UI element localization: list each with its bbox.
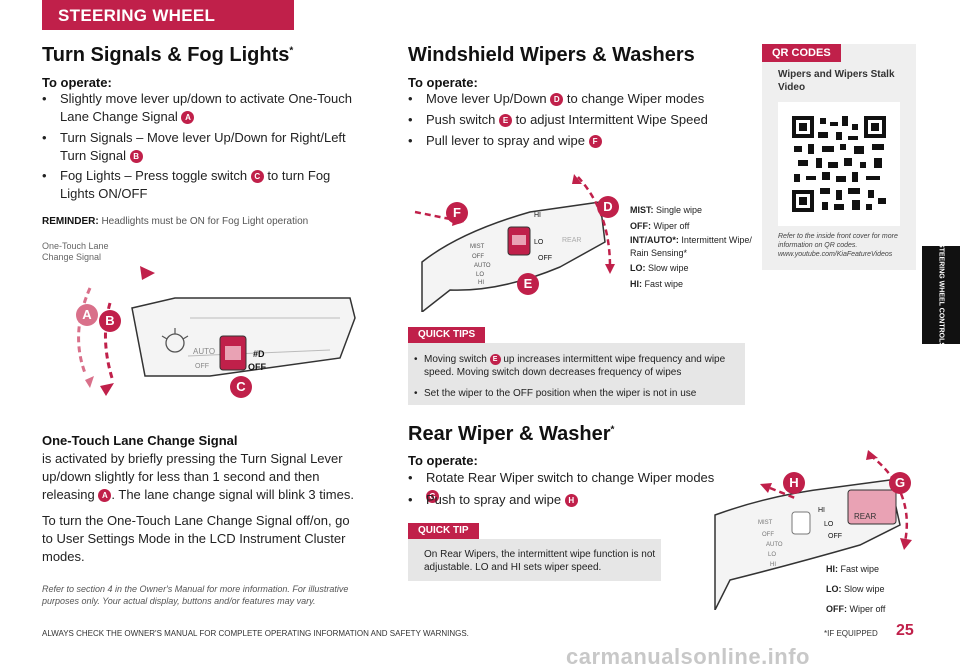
fog-off-label: OFF	[248, 362, 266, 372]
wiper-modes-legend: MIST: Single wipe OFF: Wiper off INT/AUT…	[630, 202, 760, 292]
svg-text:OFF: OFF	[472, 254, 484, 260]
wipers-bullet-2: •Push switch E to adjust Intermittent Wi…	[408, 112, 708, 127]
svg-text:AUTO: AUTO	[474, 263, 491, 269]
svg-text:LO: LO	[534, 239, 544, 246]
wipers-title: Windshield Wipers & Washers	[408, 44, 695, 66]
svg-text:LO: LO	[768, 552, 776, 558]
side-tab-label: STEERING WHEEL CONTROLS	[937, 242, 945, 348]
rear-mode-lo: LO: Slow wipe	[826, 584, 885, 594]
qr-codes-panel: QR CODES Wipers and Wipers Stalk Video R…	[762, 44, 916, 270]
qr-video-title: Wipers and Wipers Stalk Video	[778, 69, 895, 93]
turn-signal-lever-illustration: AUTO OFF #D OFF	[77, 266, 356, 396]
qr-note: Refer to the inside front cover for more…	[778, 233, 898, 258]
quick-tip-box: On Rear Wipers, the intermittent wipe fu…	[408, 539, 661, 581]
wipers-subtitle: To operate:	[408, 75, 478, 90]
svg-text:HI: HI	[534, 212, 541, 219]
rear-wiper-section: Rear Wiper & Washer* To operate: •Rotate…	[408, 423, 748, 507]
quick-tip-item-2: •Set the wiper to the OFF position when …	[414, 388, 697, 399]
qr-codes-tag: QR CODES	[762, 44, 841, 62]
illustration-disclaimer: Refer to section 4 in the Owner's Manual…	[42, 584, 349, 606]
rear-wiper-lever-illustration: REAR HI LO OFF MIST OFF AUTO LO HI	[714, 450, 912, 610]
rear-wiper-bullet-1: •Rotate Rear Wiper switch to change Wipe…	[408, 470, 715, 503]
page-number: 25	[896, 622, 914, 639]
turn-signals-bullet-1: • Slightly move lever up/down to activat…	[42, 91, 352, 124]
svg-text:HI: HI	[770, 562, 776, 568]
rear-wiper-title: Rear Wiper & Washer*	[408, 423, 615, 445]
diagram-badge-a: A	[76, 304, 98, 326]
quick-tips-box: •Moving switch E up increases intermitte…	[408, 343, 745, 405]
mode-int-auto: INT/AUTO*: Intermittent Wipe/ Rain Sensi…	[630, 235, 752, 258]
quick-tip-item-1: •Moving switch E up increases intermitte…	[414, 354, 726, 378]
wipers-bullet-1: •Move lever Up/Down D to change Wiper mo…	[408, 91, 705, 106]
lever-auto-label: AUTO	[193, 347, 215, 356]
mode-off: OFF: Wiper off	[630, 221, 690, 231]
diagram-badge-c: C	[230, 376, 252, 398]
turn-signals-section: Turn Signals & Fog Lights* To operate: •…	[42, 44, 382, 262]
turn-signals-title: Turn Signals & Fog Lights*	[42, 44, 294, 66]
wipers-section: Windshield Wipers & Washers To operate: …	[408, 44, 748, 148]
diagram-badge-h: H	[783, 472, 805, 494]
svg-text:OFF: OFF	[538, 255, 552, 262]
qr-code-image[interactable]	[778, 102, 900, 226]
diagram-badge-g: G	[889, 472, 911, 494]
turn-signals-bullet-3: • Fog Lights – Press toggle switch C to …	[42, 168, 331, 201]
one-touch-callout: One-Touch Lane Change Signal	[42, 241, 109, 262]
quick-tip-text: On Rear Wipers, the intermittent wipe fu…	[424, 549, 656, 573]
badge-b: B	[129, 150, 143, 163]
svg-text:OFF: OFF	[828, 533, 842, 540]
diagram-badge-b: B	[99, 310, 121, 332]
mode-lo: LO: Slow wipe	[630, 263, 689, 273]
svg-text:MIST: MIST	[758, 520, 773, 526]
rear-mode-off: OFF: Wiper off	[826, 604, 886, 614]
rear-mode-hi: HI: Fast wipe	[826, 564, 880, 574]
reminder-note: REMINDER: Headlights must be ON for Fog …	[42, 216, 309, 227]
turn-signals-bullet-2: • Turn Signals – Move lever Up/Down for …	[42, 130, 346, 163]
one-touch-heading: One-Touch Lane Change Signal	[42, 433, 238, 448]
quick-tips-tag: QUICK TIPS	[408, 327, 486, 343]
turn-signals-subtitle: To operate:	[42, 75, 112, 90]
svg-text:AUTO: AUTO	[766, 542, 783, 548]
rear-wiper-subtitle: To operate:	[408, 453, 478, 468]
rear-wiper-modes-legend: HI: Fast wipe LO: Slow wipe OFF: Wiper o…	[826, 559, 926, 619]
svg-text:OFF: OFF	[762, 532, 774, 538]
wipers-bullet-3: •Pull lever to spray and wipe F	[408, 132, 738, 150]
svg-text:REAR: REAR	[854, 512, 876, 521]
badge-a: A	[181, 111, 195, 124]
one-touch-settings-text: To turn the One-Touch Lane Change Signal…	[42, 513, 350, 564]
diagram-badge-f: F	[446, 202, 468, 224]
svg-text:LO: LO	[824, 521, 834, 528]
quick-tip-tag: QUICK TIP	[408, 523, 479, 539]
watermark: carmanualsonline.info	[566, 644, 810, 669]
diagram-badge-e: E	[517, 273, 539, 295]
wiper-lever-illustration: HI LO OFF REAR MIST OFF AUTO LO HI	[414, 174, 615, 312]
one-touch-description: One-Touch Lane Change Signal is activate…	[42, 432, 362, 566]
fog-symbol-label: #D	[253, 349, 265, 359]
section-header-title: STEERING WHEEL CONTROLS	[58, 6, 215, 57]
badge-c: C	[250, 170, 264, 183]
svg-text:HI: HI	[818, 507, 825, 514]
mode-mist: MIST: Single wipe	[630, 205, 703, 215]
rear-wiper-bullet-2: •Push to spray and wipe H	[408, 491, 728, 509]
svg-text:REAR: REAR	[562, 237, 581, 244]
diagram-badge-d: D	[597, 196, 619, 218]
side-section-tab: STEERING WHEEL CONTROLS	[922, 242, 960, 348]
svg-text:MIST: MIST	[470, 244, 485, 250]
section-header-tab: STEERING WHEEL CONTROLS	[42, 0, 294, 57]
mode-hi: HI: Fast wipe	[630, 279, 684, 289]
lever-off-label: OFF	[195, 363, 209, 370]
svg-text:LO: LO	[476, 272, 484, 278]
svg-text:HI: HI	[478, 280, 484, 286]
if-equipped-note: *IF EQUIPPED	[824, 629, 878, 638]
safety-warning-footer: ALWAYS CHECK THE OWNER'S MANUAL FOR COMP…	[42, 629, 469, 638]
